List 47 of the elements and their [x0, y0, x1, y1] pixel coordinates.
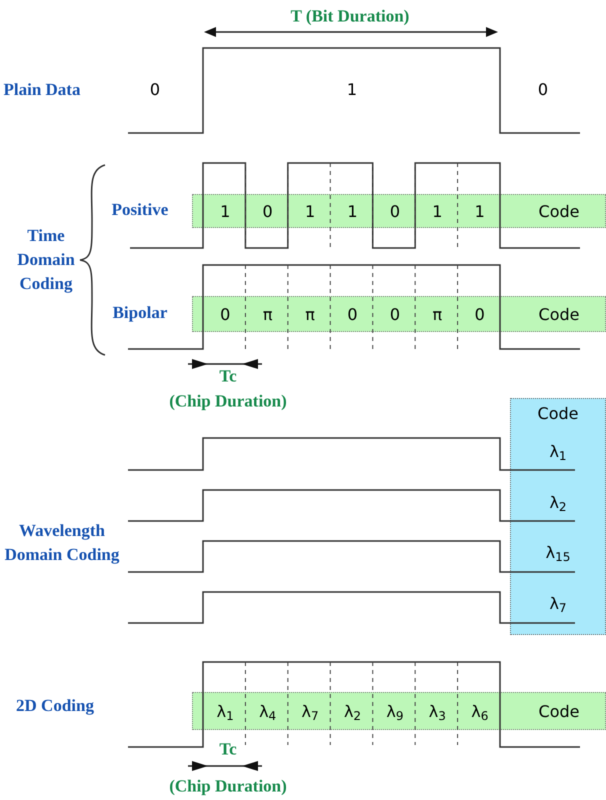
chip-value: 0: [474, 304, 486, 326]
code-band: [192, 692, 606, 730]
chip-value: 1: [431, 201, 444, 223]
chip-value: π: [432, 304, 444, 326]
chip-value: 0: [346, 304, 359, 326]
code-label: Code: [536, 403, 580, 425]
chip-value: 1: [219, 201, 232, 223]
row-label: Wavelength Domain Coding: [4, 520, 120, 566]
code-panel: [510, 398, 606, 635]
row-label: Time Domain Coding: [16, 225, 76, 295]
chip-value: λ$_{6}$: [470, 701, 490, 724]
chip-value: 0: [388, 304, 401, 326]
duration-label: (Chip Duration): [168, 390, 288, 412]
bit-value: 0: [148, 79, 162, 101]
chip-value: 0: [262, 201, 274, 223]
code-band: [192, 296, 606, 332]
wavelength-value: λ$_{15}$: [544, 542, 572, 565]
chip-value: 0: [219, 304, 232, 326]
chip-value: 0: [388, 201, 401, 223]
chip-value: π: [304, 304, 316, 326]
code-label: Code: [538, 304, 580, 326]
chip-value: 1: [304, 201, 316, 223]
code-label: Code: [538, 201, 580, 223]
chip-value: 1: [346, 201, 359, 223]
wavelength-value: λ$_{2}$: [548, 492, 568, 515]
chip-value: λ$_{4}$: [258, 701, 278, 724]
wavelength-value: λ$_{7}$: [548, 593, 568, 616]
bit-value: 1: [346, 79, 358, 101]
duration-label: (Chip Duration): [168, 775, 288, 798]
chip-value: λ$_{1}$: [216, 701, 235, 724]
bit-value: 0: [536, 79, 550, 101]
chip-value: λ$_{7}$: [300, 701, 320, 724]
chip-value: 1: [474, 201, 486, 223]
code-band: [192, 194, 606, 228]
duration-label: Tc: [218, 365, 238, 388]
duration-label: Tc: [218, 738, 238, 760]
chip-value: λ$_{2}$: [342, 701, 362, 724]
code-label: Code: [538, 701, 580, 723]
duration-label: T (Bit Duration): [290, 5, 410, 28]
chip-value: λ$_{9}$: [385, 701, 404, 724]
row-label: 2D Coding: [15, 695, 95, 717]
row-label: Bipolar: [112, 302, 168, 324]
chip-value: π: [262, 304, 274, 326]
row-label: Plain Data: [2, 79, 82, 101]
row-label: Positive: [110, 199, 170, 221]
wavelength-value: λ$_{1}$: [548, 441, 568, 464]
chip-value: λ$_{3}$: [428, 701, 447, 724]
